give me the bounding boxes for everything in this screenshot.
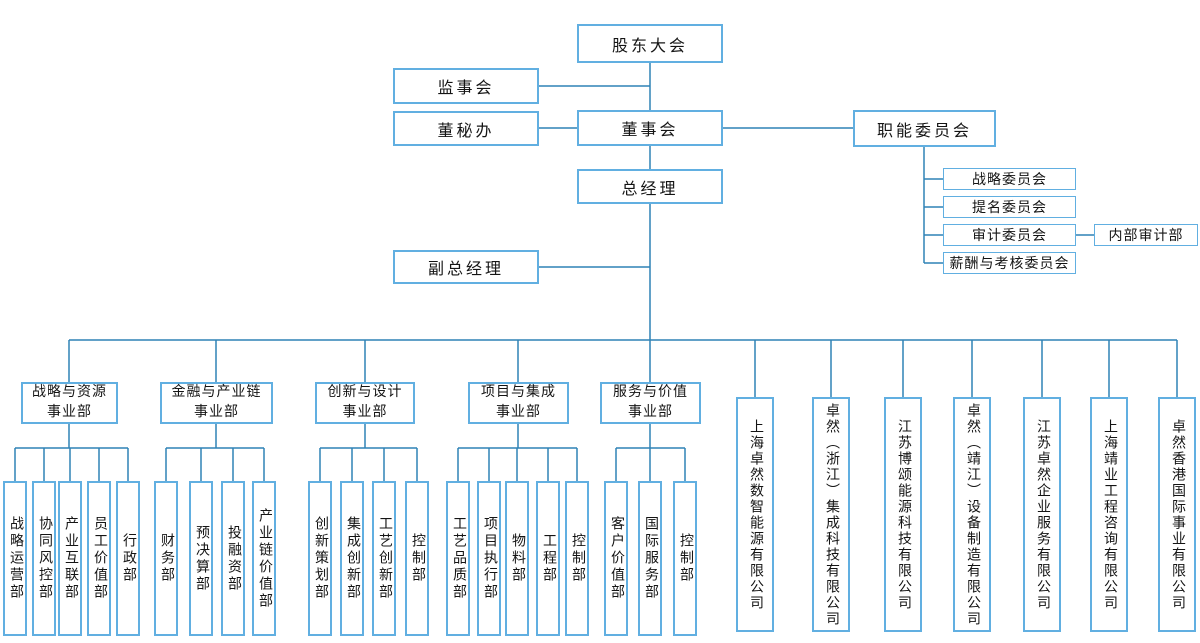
node-compensation-committee: 薪酬与考核委员会 xyxy=(943,252,1076,274)
node-dept: 战略运营部 xyxy=(3,481,27,636)
node-supervisory-board: 监事会 xyxy=(393,68,539,104)
node-division-strategy-resources: 战略与资源 事业部 xyxy=(21,382,118,424)
node-subsidiary: 卓然（浙江）集成科技有限公司 xyxy=(812,397,850,632)
node-subsidiary: 卓然（靖江）设备制造有限公司 xyxy=(953,397,991,632)
node-dept: 产业互联部 xyxy=(58,481,82,636)
node-subsidiary: 上海卓然数智能源有限公司 xyxy=(736,397,774,632)
node-subsidiary: 卓然香港国际事业有限公司 xyxy=(1158,397,1196,632)
node-dept: 创新策划部 xyxy=(308,481,332,636)
node-subsidiary: 上海靖业工程咨询有限公司 xyxy=(1090,397,1128,632)
node-dept: 财务部 xyxy=(154,481,178,636)
node-division-innovation-design: 创新与设计 事业部 xyxy=(315,382,415,424)
node-general-manager: 总经理 xyxy=(577,169,723,204)
node-dept: 集成创新部 xyxy=(340,481,364,636)
node-dept: 控制部 xyxy=(405,481,429,636)
node-division-finance-industry-chain: 金融与产业链 事业部 xyxy=(160,382,273,424)
node-dept: 物料部 xyxy=(505,481,529,636)
node-dept: 行政部 xyxy=(116,481,140,636)
node-functional-committees: 职能委员会 xyxy=(853,110,996,147)
node-dept: 客户价值部 xyxy=(604,481,628,636)
node-board-secretary-office: 董秘办 xyxy=(393,111,539,146)
node-subsidiary: 江苏卓然企业服务有限公司 xyxy=(1023,397,1061,632)
node-dept: 国际服务部 xyxy=(638,481,662,636)
node-strategy-committee: 战略委员会 xyxy=(943,168,1076,190)
node-division-service-value: 服务与价值 事业部 xyxy=(600,382,701,424)
node-dept: 员工价值部 xyxy=(87,481,111,636)
node-dept: 产业链价值部 xyxy=(252,481,276,636)
node-shareholders-meeting: 股东大会 xyxy=(577,24,723,63)
node-audit-committee: 审计委员会 xyxy=(943,224,1076,246)
node-internal-audit-dept: 内部审计部 xyxy=(1094,224,1198,246)
node-dept: 协同风控部 xyxy=(32,481,56,636)
node-dept: 工艺创新部 xyxy=(372,481,396,636)
node-subsidiary: 江苏博颂能源科技有限公司 xyxy=(884,397,922,632)
node-dept: 控制部 xyxy=(673,481,697,636)
node-dept: 预决算部 xyxy=(189,481,213,636)
node-deputy-general-manager: 副总经理 xyxy=(393,250,539,284)
node-dept: 项目执行部 xyxy=(477,481,501,636)
node-division-project-integration: 项目与集成 事业部 xyxy=(468,382,569,424)
node-dept: 投融资部 xyxy=(221,481,245,636)
node-board-of-directors: 董事会 xyxy=(577,110,723,146)
node-dept: 工程部 xyxy=(536,481,560,636)
node-dept: 控制部 xyxy=(565,481,589,636)
node-nomination-committee: 提名委员会 xyxy=(943,196,1076,218)
node-dept: 工艺品质部 xyxy=(446,481,470,636)
